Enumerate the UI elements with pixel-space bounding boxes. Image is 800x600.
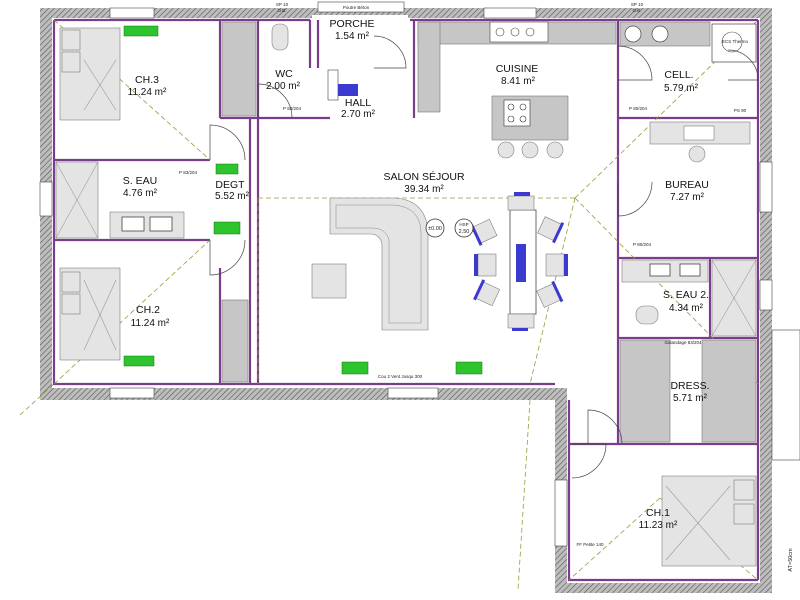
room-area-wc: 2.00 m² bbox=[266, 81, 301, 92]
galandage-label: Galandage 83/204 bbox=[664, 340, 702, 345]
door-label-hall: P 83/204 bbox=[283, 106, 301, 111]
room-name-cuisine: CUISINE bbox=[496, 63, 539, 75]
dressing-left bbox=[619, 339, 671, 443]
windows bbox=[39, 7, 800, 547]
doors bbox=[209, 35, 759, 479]
sp10-left-label: SP 10 bbox=[276, 2, 289, 7]
at-label: AT=50cm bbox=[788, 548, 794, 572]
vent-salon-2 bbox=[455, 361, 483, 375]
coul-label: Cou 2 Vent Jusqu 300 bbox=[378, 374, 423, 379]
room-area-ch3: 11.24 m² bbox=[128, 87, 167, 98]
room-area-cuisine: 8.41 m² bbox=[501, 76, 536, 87]
porch-beam bbox=[317, 1, 405, 13]
sofa bbox=[329, 197, 429, 331]
at-label-group: AT=50cm bbox=[788, 548, 794, 572]
room-name-porche: PORCHE bbox=[330, 18, 375, 30]
hall-cabinet bbox=[338, 84, 358, 96]
room-area-salon: 39.34 m² bbox=[404, 184, 444, 195]
kitchen-island bbox=[491, 95, 569, 159]
vent-degt-2 bbox=[213, 221, 241, 235]
ob-right-label: O.B. bbox=[632, 8, 641, 13]
bed-ch2 bbox=[59, 267, 121, 361]
porch-beam-label: Poutre Béton bbox=[343, 5, 370, 10]
sp10-right-label: SP 10 bbox=[631, 2, 644, 7]
ob-left-label: O.B. bbox=[277, 8, 286, 13]
room-name-degt: DEGT bbox=[215, 179, 245, 191]
hsp-marker-label: HSP bbox=[459, 222, 468, 227]
shower-seau2 bbox=[711, 259, 757, 337]
dressing-right bbox=[701, 339, 757, 443]
level-marker-text: ±0.00 bbox=[428, 226, 442, 232]
hsp-marker-value: 2.50 bbox=[459, 229, 470, 235]
room-name-dress: DRESS. bbox=[670, 380, 709, 392]
wardrobe-ch2 bbox=[221, 299, 249, 383]
sinks-seau bbox=[109, 211, 185, 239]
bed-ch3 bbox=[59, 27, 121, 121]
door-label-bureau: P 80/204 bbox=[633, 242, 651, 247]
dining-table bbox=[509, 209, 537, 315]
room-name-bureau: BUREAU bbox=[665, 179, 709, 191]
room-name-seau: S. EAU bbox=[123, 175, 157, 187]
room-name-ch1: CH.1 bbox=[646, 507, 670, 519]
room-area-seau2: 4.34 m² bbox=[669, 303, 704, 314]
room-area-bureau: 7.27 m² bbox=[670, 192, 705, 203]
hall-closet bbox=[327, 69, 339, 101]
vent-degt-1 bbox=[215, 163, 239, 175]
kitchen-counter bbox=[417, 21, 617, 113]
room-name-salon: SALON SÉJOUR bbox=[383, 170, 465, 183]
toilet bbox=[271, 23, 289, 51]
room-name-ch2: CH.2 bbox=[136, 304, 160, 316]
room-name-wc: WC bbox=[275, 68, 293, 80]
level-marker: ±0.00 bbox=[425, 218, 445, 238]
wardrobe-ch3 bbox=[221, 21, 257, 117]
vent-ch2 bbox=[123, 355, 155, 367]
room-area-degt: 5.52 m² bbox=[215, 191, 250, 202]
door-label-seau: P 83/204 bbox=[179, 170, 197, 175]
sinks-seau2 bbox=[621, 259, 709, 283]
toilet-seau2 bbox=[635, 305, 659, 325]
hsp-marker: HSP 2.50 bbox=[454, 218, 474, 238]
room-area-seau: 4.76 m² bbox=[123, 188, 158, 199]
fenetre-label: FF Petite 140 bbox=[576, 542, 604, 547]
door-label-cell: P 80/204 bbox=[629, 106, 647, 111]
ecs-label: ECS Thermo bbox=[722, 39, 748, 44]
room-area-ch1: 11.23 m² bbox=[639, 520, 678, 531]
dining-chairs bbox=[470, 192, 568, 331]
coffee-table bbox=[311, 263, 347, 299]
bed-ch1 bbox=[661, 475, 757, 567]
room-area-hall: 2.70 m² bbox=[341, 109, 376, 120]
room-name-seau2: S. EAU 2. bbox=[663, 289, 709, 301]
room-area-cell: 5.79 m² bbox=[664, 83, 699, 94]
room-area-dress: 5.71 m² bbox=[673, 393, 708, 404]
vent-salon-1 bbox=[341, 361, 369, 375]
vent-ch3 bbox=[123, 25, 159, 37]
desk-bureau bbox=[649, 121, 751, 163]
washing-machines bbox=[619, 21, 757, 63]
room-area-porche: 1.54 m² bbox=[335, 31, 370, 42]
ps90-label: PS 90 bbox=[734, 108, 747, 113]
room-name-cell: CELL. bbox=[664, 69, 693, 81]
room-area-ch2: 11.24 m² bbox=[131, 318, 170, 329]
shower-seau bbox=[55, 161, 99, 239]
room-name-ch3: CH.3 bbox=[135, 74, 159, 86]
room-name-hall: HALL bbox=[345, 97, 371, 109]
